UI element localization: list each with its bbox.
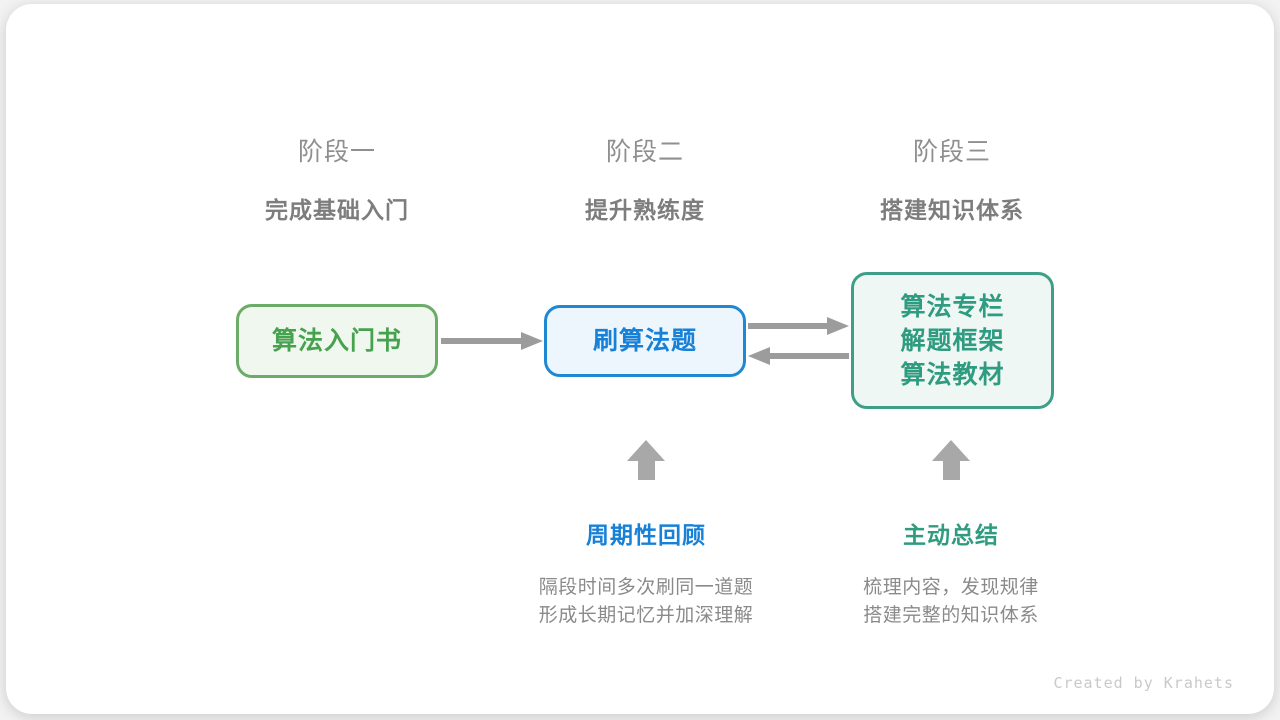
node-resources: 算法专栏 解题框架 算法教材 xyxy=(851,272,1054,409)
stage-1-header: 阶段一 完成基础入门 xyxy=(167,132,507,225)
stage-2-header: 阶段二 提升熟练度 xyxy=(475,132,815,225)
stage-3-header: 阶段三 搭建知识体系 xyxy=(782,132,1122,225)
arrow-resources-to-practice-icon xyxy=(748,347,849,365)
up-arrow-summary-head xyxy=(932,440,970,461)
up-arrow-summary-icon xyxy=(931,440,971,480)
stage-1-subtitle: 完成基础入门 xyxy=(265,197,409,223)
node-intro-book: 算法入门书 xyxy=(236,304,438,378)
method-periodic-review: 周期性回顾 隔段时间多次刷同一道题 形成长期记忆并加深理解 xyxy=(486,516,806,630)
method-active-summary-desc: 梳理内容，发现规律 搭建完整的知识体系 xyxy=(791,574,1111,630)
stage-3-subtitle: 搭建知识体系 xyxy=(880,197,1024,223)
node-practice: 刷算法题 xyxy=(544,305,746,377)
stage-1-title: 阶段一 xyxy=(297,138,376,166)
node-intro-book-label: 算法入门书 xyxy=(271,327,402,355)
node-resources-label-1: 算法专栏 xyxy=(900,292,1005,321)
stage-2-title: 阶段二 xyxy=(605,138,684,166)
arrow-practice-to-resources-icon xyxy=(748,317,849,335)
stage-2-subtitle: 提升熟练度 xyxy=(585,197,705,223)
up-arrow-summary-stem xyxy=(942,461,960,480)
up-arrow-review-stem xyxy=(637,461,655,480)
up-arrow-review-head xyxy=(627,440,665,461)
node-resources-label-2: 解题框架 xyxy=(900,326,1005,355)
attribution-text: Created by Krahets xyxy=(1053,674,1234,692)
method-active-summary-desc-line-1: 梳理内容，发现规律 xyxy=(863,577,1039,598)
node-practice-label: 刷算法题 xyxy=(592,327,697,355)
node-resources-label-3: 算法教材 xyxy=(900,360,1005,389)
method-active-summary: 主动总结 梳理内容，发现规律 搭建完整的知识体系 xyxy=(791,516,1111,630)
method-active-summary-desc-line-2: 搭建完整的知识体系 xyxy=(863,605,1039,626)
method-periodic-review-desc: 隔段时间多次刷同一道题 形成长期记忆并加深理解 xyxy=(486,574,806,630)
arrow-intro-to-practice-icon xyxy=(441,332,543,350)
method-periodic-review-title: 周期性回顾 xyxy=(586,522,706,548)
method-periodic-review-desc-line-1: 隔段时间多次刷同一道题 xyxy=(538,577,754,598)
stage-3-title: 阶段三 xyxy=(912,138,991,166)
method-periodic-review-desc-line-2: 形成长期记忆并加深理解 xyxy=(538,605,754,626)
up-arrow-review-icon xyxy=(626,440,666,480)
diagram-card: 阶段一 完成基础入门 阶段二 提升熟练度 阶段三 搭建知识体系 算法入门书 刷算… xyxy=(6,4,1274,714)
method-active-summary-title: 主动总结 xyxy=(903,522,999,548)
